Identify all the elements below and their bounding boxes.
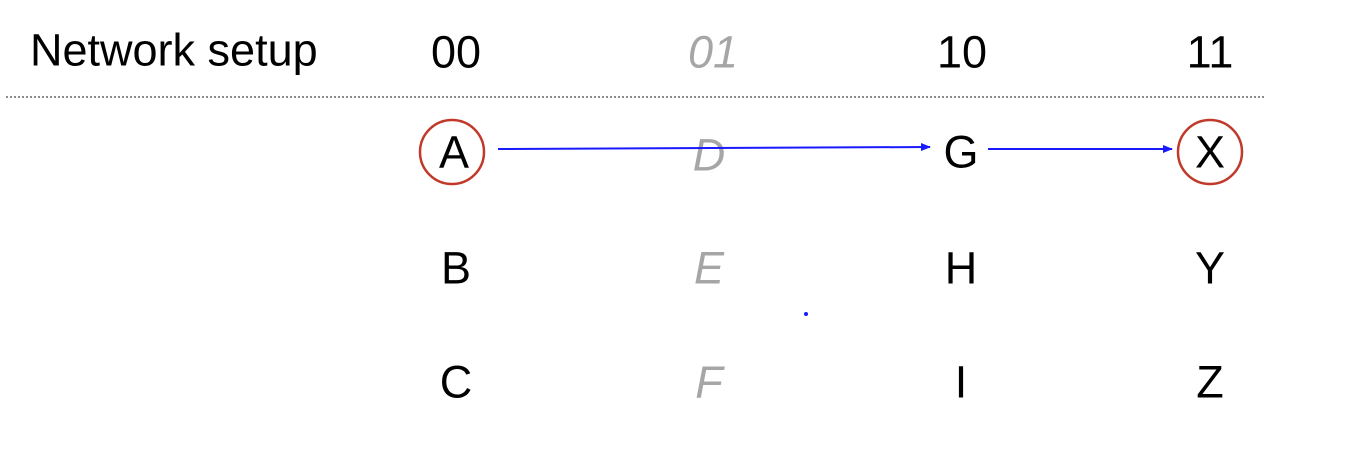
node-z: Z <box>1196 356 1224 408</box>
node-h: H <box>944 242 978 294</box>
node-c: C <box>439 356 473 408</box>
node-f: F <box>695 356 723 408</box>
node-x: X <box>1194 126 1226 178</box>
header-divider <box>6 96 1264 98</box>
node-i: I <box>954 356 968 408</box>
column-header-11: 11 <box>1186 26 1234 78</box>
highlight-ring-a <box>418 118 486 186</box>
node-b: B <box>440 242 472 294</box>
path-arrow-a-to-g <box>497 143 931 152</box>
stray-dot <box>804 312 808 316</box>
node-y: Y <box>1194 242 1226 294</box>
column-header-00: 00 <box>430 26 482 78</box>
highlight-ring-x <box>1176 118 1244 186</box>
node-e: E <box>693 242 725 294</box>
diagram-title: Network setup <box>30 24 318 76</box>
column-header-01: 01 <box>687 26 739 78</box>
node-d: D <box>692 129 726 181</box>
column-header-10: 10 <box>936 26 988 78</box>
node-g: G <box>943 126 979 178</box>
node-a: A <box>438 126 470 178</box>
